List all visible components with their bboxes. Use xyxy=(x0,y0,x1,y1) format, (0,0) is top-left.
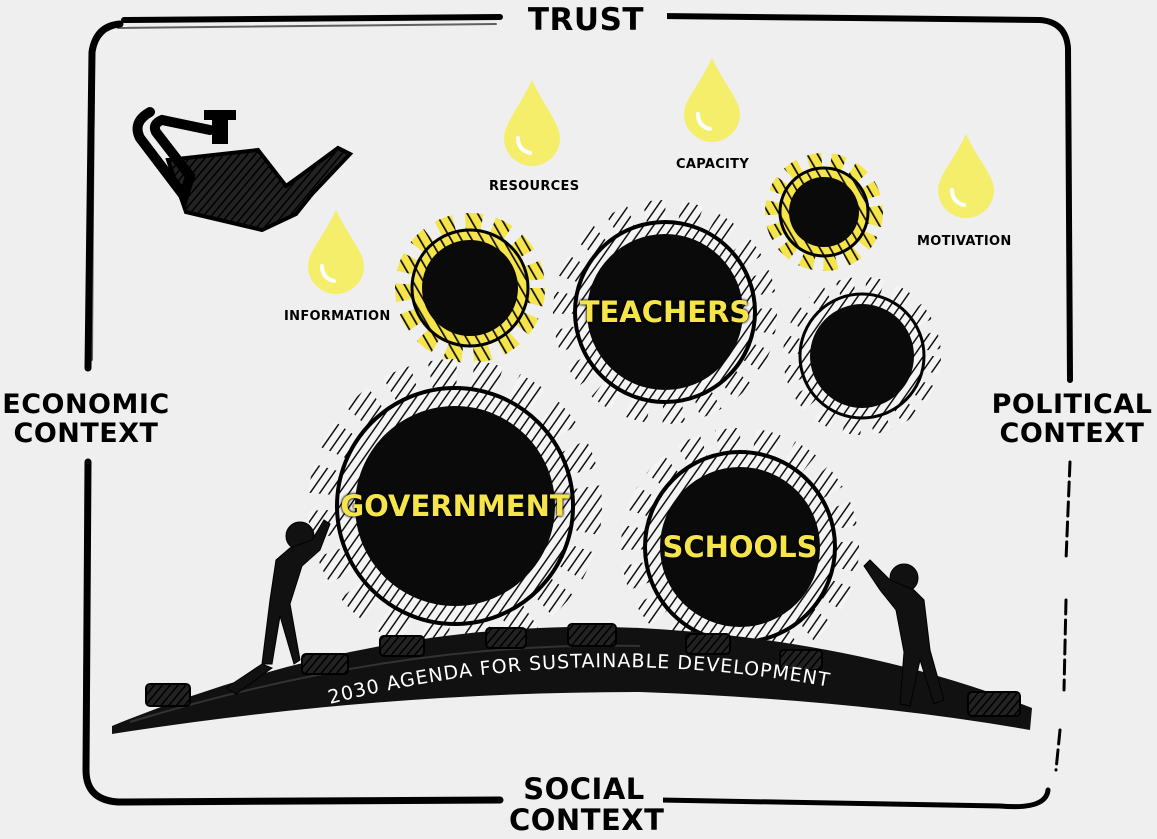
drop-label-information: INFORMATION xyxy=(284,309,391,324)
gear-label-schools: SCHOOLS xyxy=(662,530,818,564)
oil-drop-information-icon xyxy=(308,210,364,294)
drop-label-capacity: CAPACITY xyxy=(676,157,750,172)
person-left-icon xyxy=(225,519,331,695)
oil-can-icon xyxy=(132,107,354,233)
gear-capacity xyxy=(765,153,883,271)
context-label-trust: TRUST xyxy=(505,3,667,38)
gear-motivation xyxy=(783,277,941,435)
context-label-political: POLITICAL CONTEXT xyxy=(988,386,1156,453)
drop-label-motivation: MOTIVATION xyxy=(917,234,1012,249)
oil-drop-capacity-icon xyxy=(684,58,740,142)
gear-label-government: GOVERNMENT xyxy=(340,489,570,523)
oil-drop-motivation-icon xyxy=(938,134,994,218)
context-label-economic: ECONOMIC CONTEXT xyxy=(2,386,170,453)
gear-teachers xyxy=(553,200,777,424)
context-frame xyxy=(82,13,1073,810)
context-label-social: SOCIAL CONTEXT xyxy=(505,773,664,837)
gear-government xyxy=(308,359,602,653)
road xyxy=(112,623,1032,734)
person-right-icon xyxy=(863,559,945,707)
oil-drop-resources-icon xyxy=(504,80,560,166)
gear-information xyxy=(395,213,545,363)
gear-label-teachers: TEACHERS xyxy=(579,295,751,329)
drop-label-resources: RESOURCES xyxy=(489,179,580,194)
